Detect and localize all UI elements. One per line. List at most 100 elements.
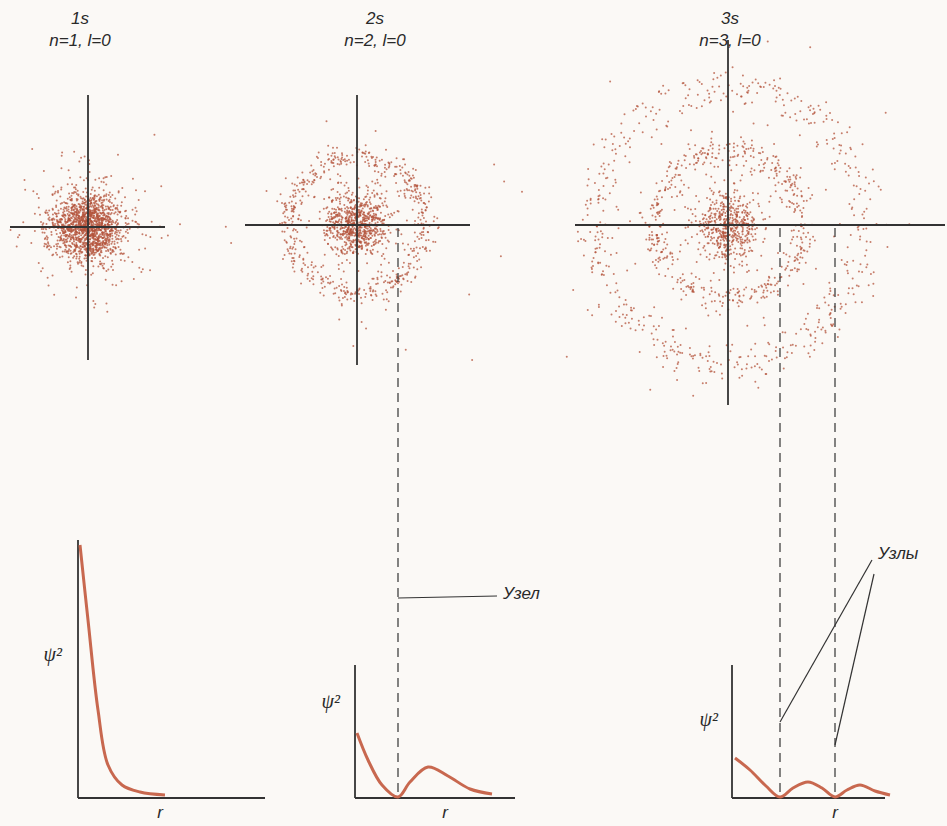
cloud-dot	[56, 233, 58, 235]
cloud-dot	[72, 243, 74, 245]
cloud-dot	[109, 199, 111, 201]
cloud-dot	[48, 245, 50, 247]
cloud-dot	[117, 223, 119, 225]
cloud-dot	[84, 199, 86, 201]
cloud-dot	[335, 197, 337, 199]
cloud-dot	[56, 216, 58, 218]
cloud-dot	[96, 195, 98, 197]
cloud-dot	[114, 233, 116, 235]
cloud-dot	[68, 193, 70, 195]
cloud-dot	[70, 195, 72, 197]
cloud-dot	[61, 155, 63, 157]
cloud-dot	[372, 249, 374, 251]
cloud-dot	[110, 206, 112, 208]
cloud-dot	[95, 232, 97, 234]
cloud-dot	[98, 237, 100, 239]
cloud-dot	[160, 185, 162, 187]
cloud-dot	[76, 198, 78, 200]
cloud-dot	[64, 218, 66, 220]
cloud-dot	[34, 230, 36, 232]
cloud-dot	[67, 208, 69, 210]
cloud-dot	[117, 154, 119, 156]
cloud-dot	[51, 219, 53, 221]
cloud-dot	[71, 192, 73, 194]
cloud-dot	[77, 194, 79, 196]
cloud-dot	[323, 229, 325, 231]
cloud-dot	[75, 216, 77, 218]
cloud-dot	[334, 246, 336, 248]
cloud-dot	[112, 246, 114, 248]
cloud-dot	[92, 187, 94, 189]
cloud-dot	[111, 251, 113, 253]
cloud-dot	[335, 199, 337, 201]
cloud-dot	[107, 249, 109, 251]
cloud-dot	[391, 214, 393, 216]
cloud-dot	[96, 236, 98, 238]
cloud-dot	[82, 237, 84, 239]
cloud-dot	[133, 278, 135, 280]
cloud-dot	[55, 252, 57, 254]
cloud-dot	[38, 262, 40, 264]
cloud-dot	[97, 240, 99, 242]
cloud-dot	[141, 233, 143, 235]
cloud-dot	[116, 234, 118, 236]
cloud-dot	[68, 169, 70, 171]
cloud-dot	[43, 170, 45, 172]
cloud-dot	[112, 263, 114, 265]
cloud-dot	[323, 232, 325, 234]
cloud-dot	[94, 220, 96, 222]
cloud-dot	[110, 253, 112, 255]
cloud-dot	[52, 253, 54, 255]
cloud-dot	[101, 224, 103, 226]
cloud-dot	[68, 220, 70, 222]
cloud-dot	[106, 244, 108, 246]
cloud-dot	[114, 197, 116, 199]
cloud-dot	[56, 245, 58, 247]
cloud-dot	[16, 245, 18, 247]
cloud-dot	[111, 260, 113, 262]
cloud-dot	[54, 212, 56, 214]
cloud-dot	[120, 215, 122, 217]
cloud-dot	[343, 204, 345, 206]
cloud-dot	[78, 229, 80, 231]
cloud-dot	[73, 229, 75, 231]
cloud-dot	[58, 236, 60, 238]
cloud-dot	[120, 259, 122, 261]
cloud-dot	[179, 223, 181, 225]
cloud-dot	[99, 263, 101, 265]
cloud-dot	[121, 280, 123, 282]
cloud-dot	[59, 232, 61, 234]
cloud-dot	[103, 200, 105, 202]
cloud-dot	[342, 230, 344, 232]
cloud-dot	[52, 222, 54, 224]
cloud-dot	[344, 249, 346, 251]
cloud-dot	[70, 250, 72, 252]
cloud-dot	[116, 219, 118, 221]
cloud-dot	[73, 204, 75, 206]
cloud-dot	[60, 167, 62, 169]
cloud-dot	[60, 187, 62, 189]
cloud-dot	[330, 212, 332, 214]
cloud-dot	[74, 219, 76, 221]
cloud-dot	[94, 190, 96, 192]
cloud-dot	[108, 207, 110, 209]
cloud-dot	[43, 245, 45, 247]
cloud-dot	[339, 203, 341, 205]
cloud-dot	[102, 207, 104, 209]
cloud-dot	[106, 311, 108, 313]
cloud-dot	[76, 286, 78, 288]
cloud-dot	[102, 240, 104, 242]
cloud-dot	[104, 242, 106, 244]
cloud-dot	[53, 219, 55, 221]
cloud-dot	[111, 194, 113, 196]
cloud-dot	[112, 205, 114, 207]
cloud-dot	[67, 213, 69, 215]
cloud-dot	[75, 223, 77, 225]
cloud-dot	[84, 204, 86, 206]
cloud-dot	[103, 181, 105, 183]
cloud-dot	[60, 208, 62, 210]
cloud-dot	[44, 243, 46, 245]
cloud-dot	[62, 215, 64, 217]
cloud-dot	[93, 235, 95, 237]
cloud-dot	[94, 200, 96, 202]
